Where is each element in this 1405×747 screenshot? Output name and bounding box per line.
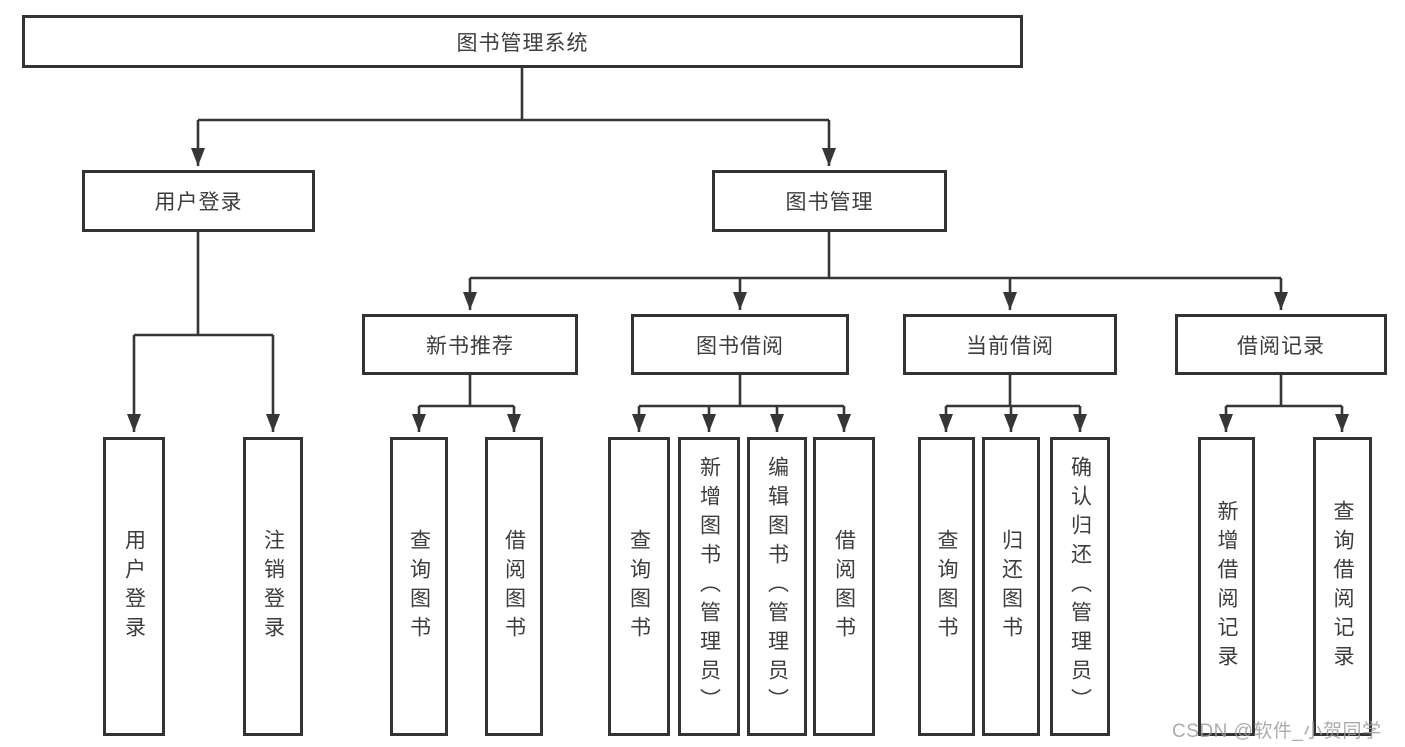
leaf-cb-query-books: 查询图书 (918, 437, 975, 736)
node-borrowing-records: 借阅记录 (1175, 314, 1387, 375)
leaf-br-query-record-label: 查询借阅记录 (1331, 499, 1354, 674)
leaf-bb-add-books-admin: 新增图书（管理员） (678, 437, 740, 736)
leaf-br-query-record: 查询借阅记录 (1313, 437, 1372, 736)
node-root-library-system: 图书管理系统 (22, 15, 1023, 68)
leaf-nbr-query-books-label: 查询图书 (407, 528, 431, 645)
leaf-nbr-borrow-books: 借阅图书 (485, 437, 543, 736)
leaf-cb-return-books: 归还图书 (982, 437, 1040, 736)
leaf-user-login-label: 用户登录 (122, 528, 146, 645)
leaf-bb-edit-books-admin-label: 编辑图书（管理员） (765, 456, 789, 717)
leaf-nbr-borrow-books-label: 借阅图书 (502, 528, 526, 645)
leaf-bb-query-books-label: 查询图书 (627, 528, 651, 645)
leaf-bb-edit-books-admin: 编辑图书（管理员） (747, 437, 807, 736)
node-user-login: 用户登录 (82, 170, 315, 232)
node-new-book-recommend: 新书推荐 (362, 314, 578, 375)
leaf-cb-confirm-return-admin-label: 确认归还（管理员） (1068, 456, 1092, 717)
leaf-bb-add-books-admin-label: 新增图书（管理员） (697, 456, 721, 717)
leaf-bb-borrow-books-label: 借阅图书 (832, 528, 856, 645)
node-current-borrowing: 当前借阅 (903, 314, 1117, 375)
leaf-nbr-query-books: 查询图书 (390, 437, 448, 736)
leaf-logout-label: 注销登录 (261, 528, 285, 645)
leaf-br-add-record: 新增借阅记录 (1198, 437, 1255, 736)
node-book-borrowing: 图书借阅 (631, 314, 849, 375)
leaf-cb-query-books-label: 查询图书 (935, 528, 958, 645)
leaf-logout: 注销登录 (243, 437, 303, 736)
node-book-management: 图书管理 (712, 170, 947, 232)
csdn-watermark: CSDN @软件_小贺同学 (1172, 721, 1382, 742)
leaf-cb-return-books-label: 归还图书 (999, 528, 1023, 645)
leaf-bb-query-books: 查询图书 (608, 437, 670, 736)
leaf-br-add-record-label: 新增借阅记录 (1215, 499, 1238, 674)
leaf-bb-borrow-books: 借阅图书 (813, 437, 875, 736)
leaf-user-login: 用户登录 (103, 437, 165, 736)
leaf-cb-confirm-return-admin: 确认归还（管理员） (1050, 437, 1110, 736)
